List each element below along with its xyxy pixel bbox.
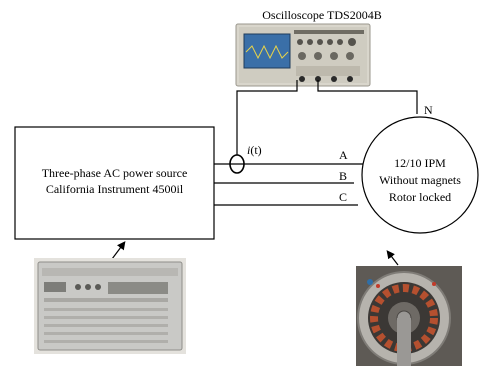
current-probe (229, 154, 245, 174)
power-source-name: Three-phase AC power source (42, 166, 188, 180)
phase-a-label: A (339, 148, 348, 162)
motor-circle (361, 116, 479, 234)
probe-wire (236, 80, 298, 155)
motor-rotor-state: Rotor locked (389, 190, 451, 204)
oscilloscope-screen (243, 33, 291, 69)
motor-image (356, 266, 462, 366)
motor-magnets: Without magnets (379, 173, 461, 187)
oscilloscope-image (235, 23, 371, 87)
neutral-wire (317, 80, 418, 114)
current-label: i(t) (247, 143, 262, 157)
power-source-model: California Instrument 4500il (46, 182, 184, 196)
power-source-image (34, 258, 186, 354)
phase-b-label: B (339, 169, 347, 183)
motor-type: 12/10 IPM (394, 156, 446, 170)
power-source-box (14, 126, 215, 240)
phase-n-label: N (424, 103, 433, 117)
phase-c-label: C (339, 190, 347, 204)
oscilloscope-title: Oscilloscope TDS2004B (262, 8, 381, 22)
motor-arrow (386, 250, 399, 266)
power-source-arrow (111, 241, 126, 260)
